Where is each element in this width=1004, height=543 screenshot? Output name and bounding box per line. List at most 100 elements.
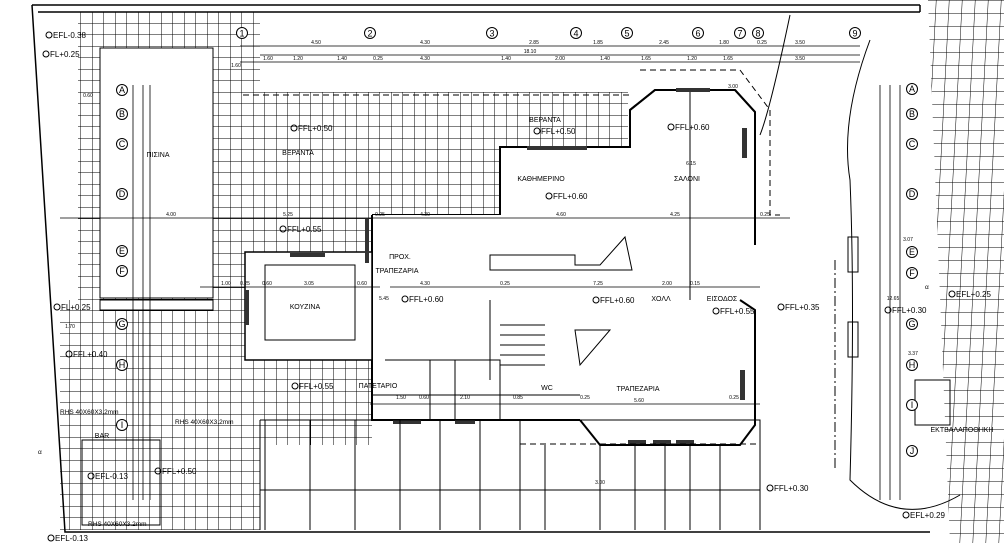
level-marker-icon (279, 225, 287, 233)
dimension-label: 18.10 (524, 49, 537, 55)
room-label: BAR (95, 433, 109, 440)
grid-axis-label: 7 (737, 29, 742, 39)
grid-axis-bubble (906, 108, 918, 120)
dimension-label: 3.00 (728, 84, 738, 90)
grid-axis-bubble (692, 27, 704, 39)
dimension-label: 5.60 (634, 398, 644, 404)
grid-axis-label: 1 (239, 29, 244, 39)
level-marker-icon (87, 472, 95, 480)
house-walls (243, 69, 780, 446)
site-boundary (31, 4, 930, 533)
dimension-label: 0.25 (500, 281, 510, 287)
dimension-lines (60, 45, 901, 500)
dimension-label: 1.20 (293, 56, 303, 62)
grid-axis-label: G (118, 319, 125, 329)
dimension-label: 2.10 (460, 395, 470, 401)
level-marker-icon (712, 307, 720, 315)
dimension-label: 2.00 (555, 56, 565, 62)
level-marker-icon (154, 467, 162, 475)
level-marker-label: FFL+0.35 (785, 303, 820, 312)
level-marker-icon (65, 350, 73, 358)
dimension-label: 3.07 (903, 237, 913, 243)
dimension-label: 1.20 (687, 56, 697, 62)
dimension-label: 1.60 (231, 63, 241, 69)
level-marker-label: FFL+0.55 (720, 307, 755, 316)
grid-axis-bubble (752, 27, 764, 39)
room-label: ΒΕΡΑΝΤΑ (282, 150, 314, 157)
level-marker-label: EFL-0.13 (55, 534, 88, 543)
room-label: ΕΚΤΒΑΛΑΠΟΘΗΚΗ (930, 427, 993, 434)
grid-axis-bubble (116, 188, 128, 200)
dimension-label: 4.60 (556, 212, 566, 218)
grid-axis-bubble (486, 27, 498, 39)
bar-area (81, 439, 161, 526)
dimension-label: 5.45 (379, 296, 389, 302)
grid-axis-bubble (116, 318, 128, 330)
dimension-label: 1.40 (337, 56, 347, 62)
room-label: ΠΑΤΕΤΑΡΙΟ (359, 383, 398, 390)
grid-axis-bubble (906, 138, 918, 150)
grid-axis-label: B (119, 109, 125, 119)
dimension-label: 0.25 (760, 212, 770, 218)
dimension-label: 3.50 (795, 40, 805, 46)
level-marker-label: EFL+0.29 (910, 511, 945, 520)
level-marker-icon (766, 484, 774, 492)
dimension-label: 0.25 (373, 56, 383, 62)
dimension-label: 4.30 (420, 281, 430, 287)
level-marker-label: FFL+0.60 (553, 192, 588, 201)
level-marker-label: FFL+0.40 (73, 350, 108, 359)
grid-axis-label: E (119, 246, 125, 256)
grid-axis-label: 9 (852, 29, 857, 39)
level-marker-icon (884, 306, 892, 314)
annotation-note: α (925, 284, 929, 291)
grid-axis-label: F (909, 268, 915, 278)
level-marker-label: EFL-0.13 (95, 472, 128, 481)
grid-axis-label: A (119, 85, 125, 95)
grid-axis-bubble (116, 138, 128, 150)
dimension-label: 0.60 (83, 93, 93, 99)
dimension-label: 1.40 (501, 56, 511, 62)
grid-axis-label: J (910, 446, 915, 456)
grid-axis-label: G (908, 319, 915, 329)
level-marker-icon (777, 303, 785, 311)
level-marker-label: EFL+0.25 (956, 290, 991, 299)
level-marker-label: FFL+0.50 (162, 467, 197, 476)
dimension-label: 3.00 (595, 480, 605, 486)
grid-axis-label: 4 (573, 29, 578, 39)
level-marker-icon (42, 50, 50, 58)
level-marker-icon (667, 123, 675, 131)
grid-axis-label: D (909, 189, 916, 199)
dimension-label: 2.00 (662, 281, 672, 287)
level-marker-icon (533, 127, 541, 135)
dimension-label: 0.85 (513, 395, 523, 401)
dimension-label: 4.25 (670, 212, 680, 218)
windows (245, 88, 747, 444)
grid-axis-bubble (236, 27, 248, 39)
grid-axis-bubble (734, 27, 746, 39)
level-marker-icon (45, 31, 53, 39)
dimension-label: 1.70 (65, 324, 75, 330)
dimension-label: 4.50 (311, 40, 321, 46)
dimension-label: 4.30 (420, 212, 430, 218)
level-marker-label: FFL+0.50 (541, 127, 576, 136)
dimension-label: 3.50 (795, 56, 805, 62)
dimension-label: 1.60 (263, 56, 273, 62)
level-marker-label: FFL+0.60 (675, 123, 710, 132)
dimension-label: 4.30 (420, 40, 430, 46)
grid-axis-bubble (849, 27, 861, 39)
annotation-note: α (38, 449, 42, 456)
grid-axis-label: H (909, 360, 916, 370)
room-label: ΒΕΡΑΝΤΑ (529, 117, 561, 124)
level-marker-label: FFL+0.30 (892, 306, 927, 315)
level-marker-label: FFL+0.60 (409, 295, 444, 304)
room-label: ΤΡΑΠΕΖΑΡΙΑ (375, 268, 418, 275)
dimension-label: 0.15 (690, 281, 700, 287)
dimension-label: 0.25 (375, 212, 385, 218)
dimension-label: 5.25 (283, 212, 293, 218)
level-marker-icon (291, 382, 299, 390)
grid-axis-label: 3 (489, 29, 494, 39)
grid-axis-bubble (906, 445, 918, 457)
grid-axis-bubble (906, 318, 918, 330)
grid-axis-bubble (621, 27, 633, 39)
level-marker-icon (53, 303, 61, 311)
